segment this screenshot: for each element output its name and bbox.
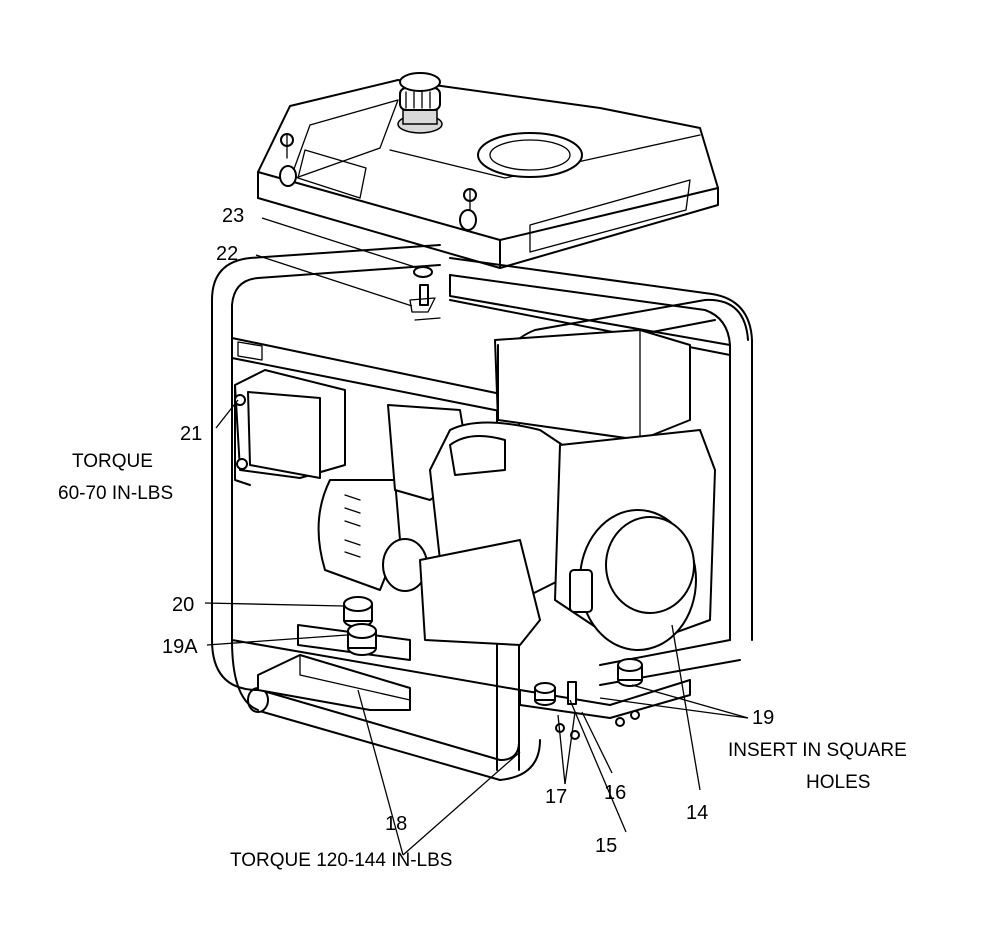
callout-19a: 19A (162, 636, 198, 658)
torque-note-large: TORQUE 120-144 IN-LBS (230, 850, 452, 871)
torque-note-small-line1: TORQUE (72, 451, 153, 472)
callout-23: 23 (222, 205, 244, 227)
callout-20: 20 (172, 594, 194, 616)
tank-hardware (409, 266, 441, 321)
fuel-tank (257, 72, 719, 269)
callout-18: 18 (385, 813, 407, 835)
callout-16: 16 (604, 782, 626, 804)
control-box (234, 369, 346, 486)
callout-22: 22 (216, 243, 238, 265)
callout-15: 15 (595, 835, 617, 857)
alternator (317, 404, 471, 592)
callout-17: 17 (545, 786, 567, 808)
engine (419, 329, 716, 651)
callout-19: 19 (752, 707, 774, 729)
insert-note-line1: INSERT IN SQUARE (728, 740, 907, 761)
callout-21: 21 (180, 423, 202, 445)
insert-note-line2: HOLES (806, 772, 870, 793)
torque-note-small-line2: 60-70 IN-LBS (58, 483, 173, 504)
mount-bracket-left (257, 596, 411, 711)
mount-bracket-right (519, 658, 691, 740)
callout-14: 14 (686, 802, 708, 824)
leader-lines (204, 217, 749, 856)
